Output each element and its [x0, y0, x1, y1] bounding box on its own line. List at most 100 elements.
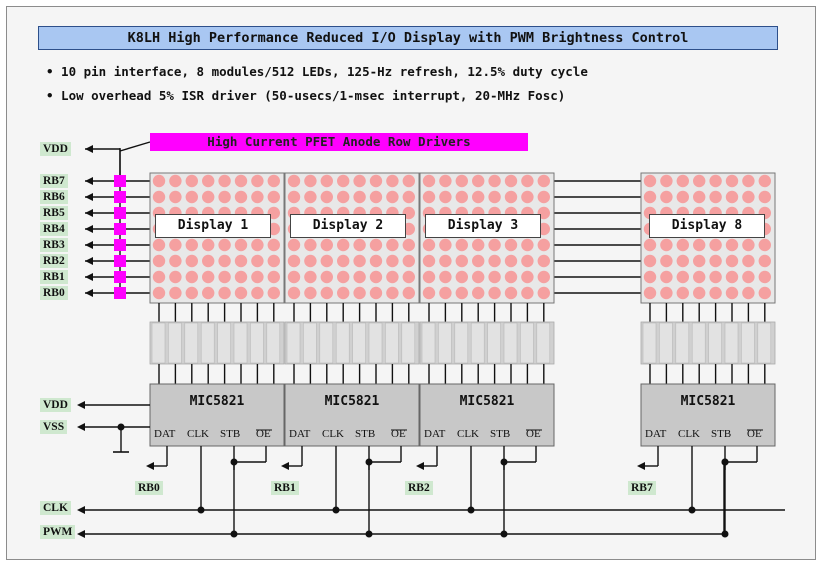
chip-3-output-label: RB2: [405, 481, 433, 495]
clk-bus-label: CLK: [40, 501, 71, 515]
led: [455, 286, 468, 300]
chip-2-output-label: RB1: [271, 481, 299, 495]
vdd-top-label: VDD: [40, 142, 71, 156]
pfet-driver: [114, 287, 126, 299]
led: [337, 254, 350, 268]
led: [402, 238, 415, 252]
led: [320, 254, 333, 268]
display-2-label: Display 2: [290, 214, 406, 238]
sink-driver-channel: [659, 322, 673, 364]
led: [169, 174, 182, 188]
pwm-bus-label: PWM: [40, 525, 76, 539]
led: [234, 286, 248, 300]
led: [202, 270, 215, 284]
led: [504, 174, 518, 188]
led: [185, 254, 198, 268]
led: [742, 254, 755, 268]
sink-driver-channel: [217, 322, 231, 364]
led: [488, 174, 501, 188]
led: [287, 190, 301, 204]
led: [676, 254, 689, 268]
led: [304, 238, 317, 252]
diagram-title: K8LH High Performance Reduced I/O Displa…: [38, 26, 778, 50]
row-arrow: [85, 209, 93, 217]
sink-driver-channel: [266, 322, 281, 364]
led: [185, 190, 198, 204]
led: [386, 238, 399, 252]
sink-driver-channel: [401, 322, 416, 364]
led: [709, 174, 722, 188]
led: [725, 190, 739, 204]
led: [169, 238, 182, 252]
pfet-driver: [114, 271, 126, 283]
led: [234, 238, 248, 252]
led: [504, 270, 518, 284]
chip-2-stb-pin: STB: [355, 428, 376, 440]
led: [660, 286, 673, 300]
pfet-banner-leader: [119, 141, 151, 152]
led: [386, 270, 399, 284]
led: [439, 286, 452, 300]
led: [369, 190, 383, 204]
led: [287, 238, 301, 252]
led: [660, 238, 673, 252]
led: [455, 254, 468, 268]
led: [287, 254, 301, 268]
led: [504, 286, 518, 300]
sink-driver-channel: [250, 322, 264, 364]
led: [369, 254, 383, 268]
led: [267, 270, 280, 284]
led: [218, 238, 231, 252]
sink-driver-channel: [168, 322, 182, 364]
led: [402, 286, 415, 300]
led: [709, 190, 722, 204]
led: [202, 174, 215, 188]
row-arrow: [85, 241, 93, 249]
led: [267, 238, 280, 252]
led: [725, 270, 739, 284]
led: [504, 254, 518, 268]
led: [488, 270, 501, 284]
display-3-label: Display 3: [425, 214, 541, 238]
led: [320, 286, 333, 300]
led: [337, 190, 350, 204]
led: [337, 238, 350, 252]
pfet-driver: [114, 207, 126, 219]
led: [353, 270, 366, 284]
led: [353, 286, 366, 300]
chip-1-output-label: RB0: [135, 481, 163, 495]
led: [202, 238, 215, 252]
chip-3-dat-pin: DAT: [424, 428, 446, 440]
pwm-riser-junction: [721, 458, 729, 466]
chip-8-output-label: RB7: [628, 481, 656, 495]
pwm-junction: [721, 530, 729, 538]
led: [472, 238, 485, 252]
led: [152, 286, 166, 300]
mic5821-chip: [640, 383, 776, 447]
mic5821-chip: [284, 383, 420, 447]
led: [725, 238, 739, 252]
led: [152, 254, 166, 268]
led: [472, 286, 485, 300]
led: [422, 270, 436, 284]
led: [693, 270, 706, 284]
chip-3-oe-pin: OE: [526, 428, 541, 440]
led: [537, 174, 550, 188]
led: [234, 174, 248, 188]
led: [488, 238, 501, 252]
led: [521, 254, 534, 268]
led: [169, 286, 182, 300]
led: [537, 270, 550, 284]
led: [304, 254, 317, 268]
led: [218, 270, 231, 284]
row-label-rb1: RB1: [40, 270, 68, 284]
dat-arrow: [281, 462, 289, 470]
row-label-rb0: RB0: [40, 286, 68, 300]
led: [488, 286, 501, 300]
led: [402, 270, 415, 284]
sink-driver-channel: [303, 322, 317, 364]
pfet-driver-banner: High Current PFET Anode Row Drivers: [150, 133, 528, 151]
sink-driver-channel: [335, 322, 350, 364]
chip-2-clk-pin: CLK: [322, 428, 344, 440]
led: [455, 174, 468, 188]
